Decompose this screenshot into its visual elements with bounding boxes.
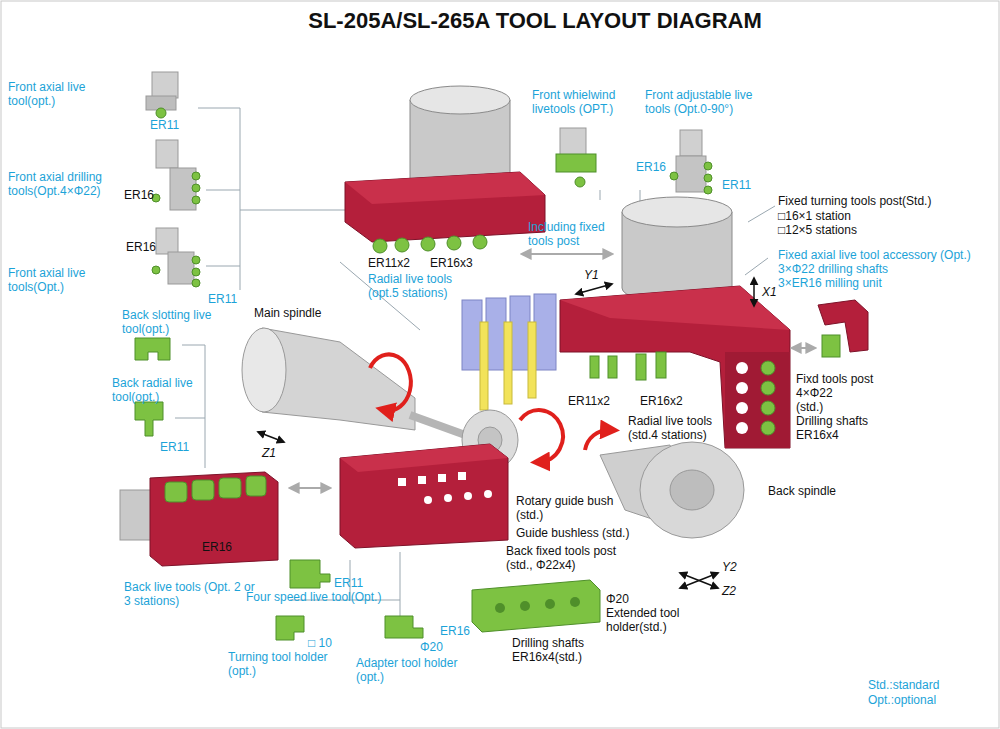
callout-label: ER11	[150, 118, 179, 132]
callout-label: ER16x2	[640, 394, 683, 408]
callout-label: Radial live tools (std.4 stations)	[628, 414, 734, 442]
callout-label: Y1	[584, 268, 599, 282]
callout-label: Back radial live tool(opt.)	[112, 376, 212, 404]
callout-label: Back fixed tools post (std., Φ22x4)	[506, 544, 638, 572]
callout-label: □12×5 stations	[778, 223, 857, 237]
callout-label: ER11	[208, 292, 237, 306]
callout-label: ER16	[202, 540, 232, 554]
callout-label: ER11	[160, 440, 189, 454]
callout-label: Four speed live tool(Opt.)	[246, 590, 381, 604]
axial-accessory	[792, 300, 868, 357]
callout-label: Turning tool holder (opt.)	[228, 650, 346, 678]
callout-label: Extended tool holder(std.)	[606, 606, 694, 634]
callout-label: ER16	[126, 240, 156, 254]
callout-label: 4×Φ22	[796, 386, 833, 400]
callout-label: Z2	[722, 584, 736, 598]
callout-label: Drilling shafts	[796, 414, 868, 428]
callout-label: Main spindle	[254, 306, 321, 320]
callout-label: ER11	[722, 178, 751, 192]
rotation-arrows	[370, 354, 610, 462]
callout-label: Opt.:optional	[868, 693, 936, 707]
callout-label: Back slotting live tool(opt.)	[122, 308, 214, 336]
callout-label: Including fixed tools post	[528, 220, 624, 248]
fixed-tool-post	[462, 197, 790, 448]
callout-label: ER11	[334, 576, 363, 590]
callout-label: ER16	[636, 160, 666, 174]
callout-label: Front adjustable live tools (Opt.0-90°)	[645, 88, 777, 116]
callout-label: Front whielwind livetools (OPT.)	[532, 88, 632, 116]
transfer-arrow	[522, 253, 612, 255]
callout-label: Y2	[722, 560, 737, 574]
guide-bush-block	[340, 444, 508, 548]
callout-label: Fixed axial live tool accessory (Opt.)	[778, 248, 971, 262]
diagram-title: SL-205A/SL-265A TOOL LAYOUT DIAGRAM	[260, 8, 810, 34]
back-spindle	[600, 442, 744, 538]
callout-label: ER16x3	[430, 256, 473, 270]
callout-label: Front axial live tools(Opt.)	[8, 266, 108, 294]
callout-label: ER16x4	[796, 428, 839, 442]
back-live-block	[120, 472, 278, 566]
callout-label: Fixd tools post	[796, 372, 873, 386]
callout-label: 3×ER16 milling unit	[778, 276, 882, 290]
tool-icons	[135, 72, 712, 640]
callout-label: □ 10	[308, 636, 332, 650]
callout-label: Front axial live tool(opt.)	[8, 80, 108, 108]
callout-label: Φ20	[606, 592, 629, 606]
callout-label: Std.:standard	[868, 678, 939, 692]
callout-label: (std.)	[796, 400, 823, 414]
callout-label: Fixed turning tools post(Std.)	[778, 194, 931, 208]
radial-tool-block	[345, 86, 545, 253]
callout-label: Back live tools (Opt. 2 or 3 stations)	[124, 580, 256, 608]
callout-label: □16×1 station	[778, 209, 851, 223]
callout-label: Front axial drilling tools(Opt.4×Φ22)	[8, 170, 126, 198]
callout-label: Guide bushless (std.)	[516, 526, 629, 540]
callout-label: Radial live tools (opt.5 stations)	[368, 272, 476, 300]
callout-label: ER16	[124, 188, 154, 202]
callout-label: Drilling shafts ER16x4(std.)	[512, 636, 612, 664]
callout-label: Z1	[262, 446, 276, 460]
callout-label: 3×Φ22 drilling shafts	[778, 262, 888, 276]
callout-label: Rotary guide bush (std.)	[516, 494, 624, 522]
callout-label: ER16	[440, 624, 470, 638]
callout-label: X1	[762, 285, 777, 299]
callout-label: ER11x2	[368, 256, 410, 270]
axis-arrows	[258, 278, 754, 588]
callout-label: Back spindle	[768, 484, 836, 498]
callout-label: Adapter tool holder (opt.)	[356, 656, 474, 684]
callout-label: Φ20	[420, 640, 443, 654]
callout-label: ER11x2	[568, 394, 610, 408]
transfer-arrow	[290, 487, 330, 489]
